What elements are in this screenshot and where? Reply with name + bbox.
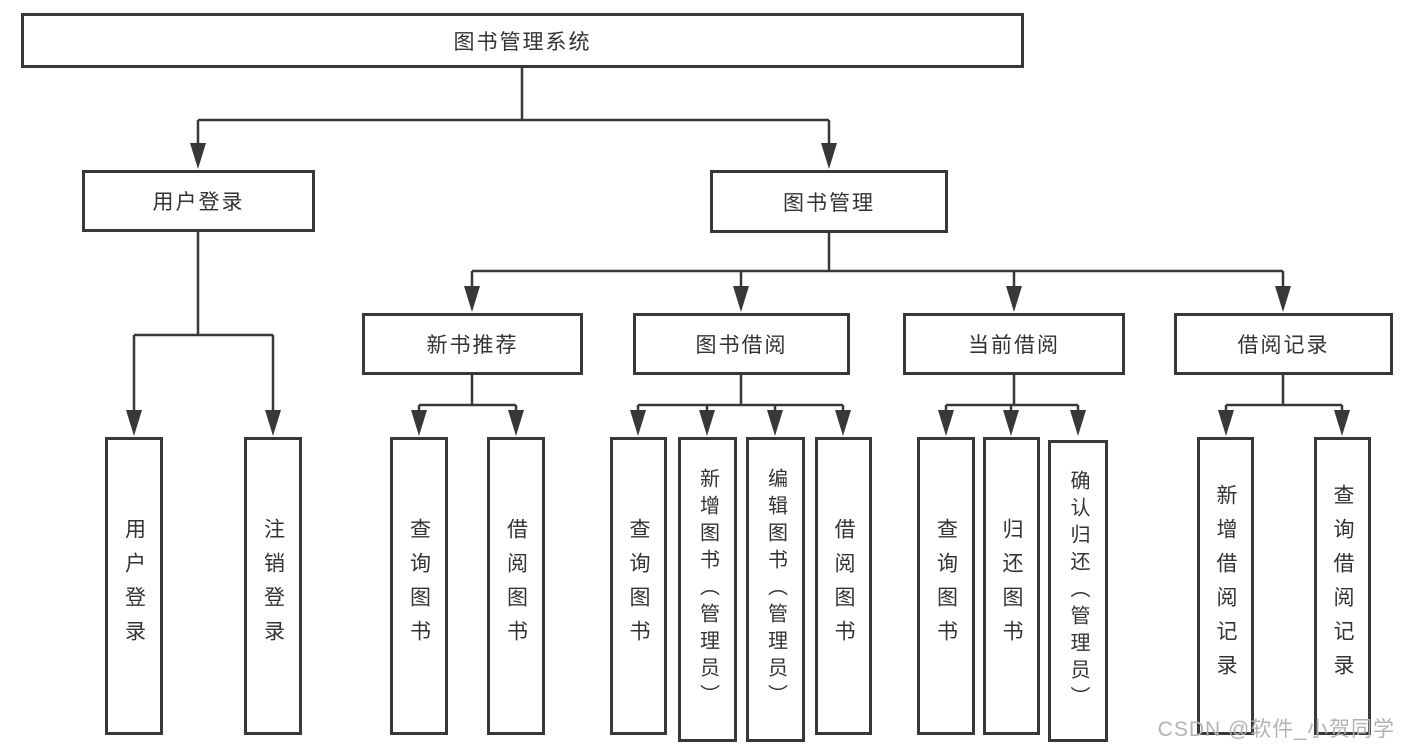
node-label: 图书借阅 [695,334,788,357]
node-label: 借阅图书 [832,518,855,654]
arrow-down-icon [1070,410,1086,436]
node-label: 查询借阅记录 [1331,484,1354,688]
arrow-down-icon [1006,286,1022,312]
node-new-book-recommend: 新书推荐 [362,313,583,375]
node-book-borrow: 图书借阅 [633,313,850,375]
node-label: 当前借阅 [968,334,1060,357]
node-cb-return-books: 归还图书 [983,437,1040,735]
node-label: 编辑图书（管理员） [764,468,787,711]
node-cb-confirm-return: 确认归还（管理员） [1048,440,1108,742]
connector-new-book-rec-children [411,375,524,436]
arrow-down-icon [630,410,646,436]
arrow-down-icon [767,410,783,436]
node-label: 图书管理系统 [453,30,592,54]
node-label: 图书管理 [783,191,875,215]
node-label: 用户登录 [122,518,146,654]
node-label: 注销登录 [261,518,285,654]
connector-current-borrow-children [938,375,1086,436]
node-label: 确认归还（管理员） [1067,469,1089,713]
arrow-down-icon [265,410,281,436]
node-label: 新书推荐 [426,334,519,357]
node-br-query-record: 查询借阅记录 [1314,437,1371,735]
arrow-down-icon [699,410,715,436]
node-bb-edit-books: 编辑图书（管理员） [746,437,805,742]
connector-book-borrow-children [630,375,851,436]
arrow-down-icon [1003,410,1019,436]
node-label: 借阅记录 [1237,334,1330,357]
node-user-login-leaf: 用户登录 [105,437,163,735]
node-br-add-record: 新增借阅记录 [1197,437,1254,735]
node-root: 图书管理系统 [21,13,1024,68]
node-label: 归还图书 [1000,518,1023,654]
node-cb-query-books: 查询图书 [917,437,975,735]
node-bb-borrow-books: 借阅图书 [815,437,872,735]
node-book-management: 图书管理 [710,170,948,233]
node-bb-query-books: 查询图书 [610,437,667,735]
connector-root-to-level2 [190,68,837,169]
node-label: 借阅图书 [504,518,528,654]
arrow-down-icon [835,410,851,436]
node-label: 查询图书 [627,518,650,654]
arrow-down-icon [411,410,427,436]
connector-borrow-records-children [1218,375,1350,436]
node-label: 用户登录 [152,191,245,214]
arrow-down-icon [1275,286,1291,312]
node-logout-leaf: 注销登录 [244,437,302,735]
arrow-down-icon [1218,410,1234,436]
arrow-down-icon [821,143,837,169]
connector-book-mgmt-children [464,233,1291,312]
arrow-down-icon [190,143,206,169]
arrow-down-icon [508,410,524,436]
arrow-down-icon [464,286,480,312]
node-label: 查询图书 [934,518,958,654]
node-borrow-records: 借阅记录 [1174,313,1393,375]
node-nbr-borrow-books: 借阅图书 [487,437,545,735]
node-current-borrow: 当前借阅 [903,313,1125,375]
node-label: 查询图书 [407,518,431,654]
node-bb-add-books: 新增图书（管理员） [678,437,737,742]
watermark: CSDN @软件_小贺同学 [1157,718,1395,741]
node-label: 新增借阅记录 [1214,484,1237,688]
connector-user-login-children [126,232,281,436]
node-label: 新增图书（管理员） [696,468,719,711]
arrow-down-icon [733,286,749,312]
node-nbr-query-books: 查询图书 [390,437,448,735]
arrow-down-icon [126,410,142,436]
node-user-login: 用户登录 [82,170,315,232]
arrow-down-icon [938,410,954,436]
arrow-down-icon [1334,410,1350,436]
